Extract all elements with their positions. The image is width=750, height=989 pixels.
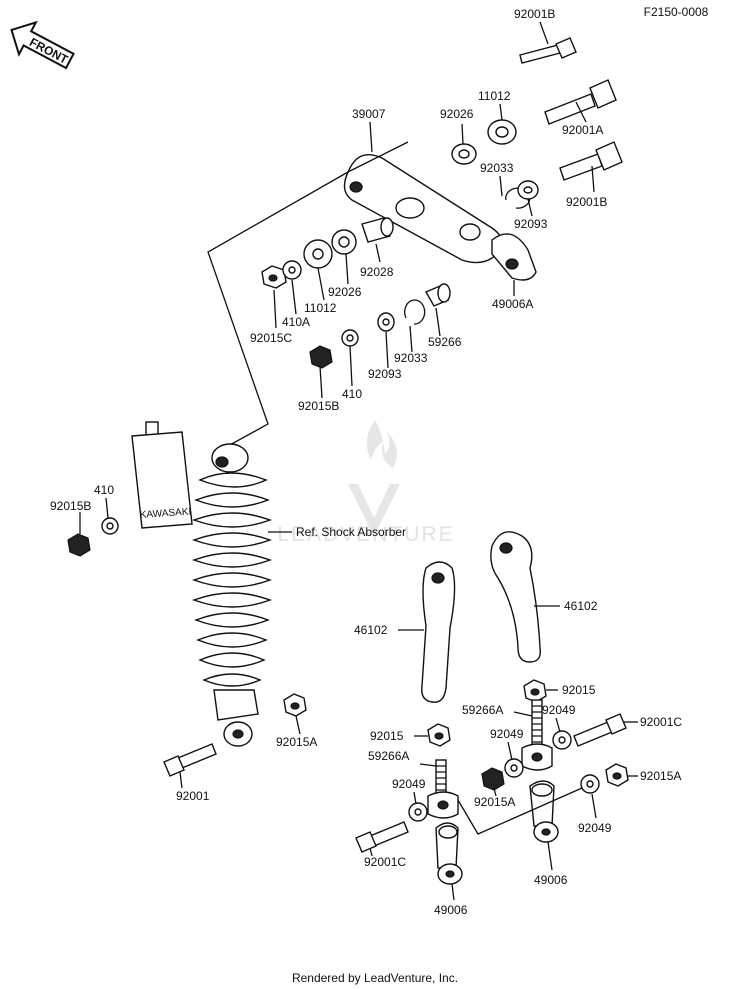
nut-92015B-mid [309, 345, 333, 399]
label-92015-left: 92015 [370, 729, 404, 743]
label-92015-right: 92015 [562, 683, 596, 697]
stud-59266A-left [419, 759, 459, 819]
label-92015B-mid: 92015B [298, 399, 339, 413]
bolt-92001B-top [519, 21, 577, 64]
washer-11012-mid [303, 239, 333, 301]
label-ref-shock-absorber: Ref. Shock Absorber [296, 525, 406, 539]
washer-410-left [101, 497, 119, 535]
label-92093-mid: 92093 [368, 367, 402, 381]
bolt-92001 [163, 743, 217, 789]
label-92015A-mid: 92015A [474, 795, 515, 809]
washer-410-mid [341, 329, 359, 387]
label-92026-top: 92026 [440, 107, 474, 121]
nut-92015C [261, 265, 287, 329]
washer-410A [282, 260, 302, 315]
label-92033-top: 92033 [480, 161, 514, 175]
label-92028: 92028 [360, 265, 394, 279]
label-92049-b: 92049 [490, 727, 524, 741]
label-92033-mid: 92033 [394, 351, 428, 365]
label-92026-mid: 92026 [328, 285, 362, 299]
label-92001B-right: 92001B [566, 195, 607, 209]
label-59266-mid: 59266 [428, 335, 462, 349]
label-46102-right: 46102 [564, 599, 598, 613]
shock-brand: KAWASAKI [139, 506, 191, 521]
rod-end-49006-right [529, 780, 559, 871]
label-410-mid: 410 [342, 387, 362, 401]
label-39007: 39007 [352, 107, 386, 121]
label-92015C: 92015C [250, 331, 292, 345]
diagram-code: F2150-0008 [644, 5, 709, 19]
label-92015A-right: 92015A [640, 769, 681, 783]
washer-92049-a [552, 717, 572, 750]
label-11012-top: 11012 [478, 89, 511, 103]
leader-linkage [457, 787, 583, 835]
label-11012-mid: 11012 [304, 301, 337, 315]
rocker-arm-39007 [343, 121, 503, 264]
front-arrow-icon: FRONT [10, 20, 75, 70]
washer-11012-top [487, 103, 517, 145]
bolt-92001C-left [355, 821, 409, 857]
spring-coils [191, 472, 273, 687]
watermark: LEADVENTURE [277, 420, 454, 546]
label-92049-d: 92049 [578, 821, 612, 835]
label-410-left: 410 [94, 483, 114, 497]
label-92093-top: 92093 [514, 217, 548, 231]
washer-92049-c [408, 791, 428, 822]
nut-92015-right [523, 679, 558, 703]
label-92015B-left: 92015B [50, 499, 91, 513]
label-410A: 410A [282, 315, 310, 329]
label-49006-right: 49006 [534, 873, 568, 887]
tie-rod-46102-left [398, 561, 456, 703]
label-92049-a: 92049 [542, 703, 576, 717]
stud-59266A-top [513, 699, 553, 771]
label-92001B-top: 92001B [514, 7, 555, 21]
washer-92093-mid [377, 312, 395, 369]
washer-92026-mid [331, 229, 357, 285]
bolt-92001C-right [573, 713, 638, 747]
washer-92093-top [517, 180, 539, 217]
washer-92049-b [504, 741, 524, 778]
bolt-92001B-right [559, 141, 623, 193]
collar-92028 [361, 217, 394, 263]
label-92001A: 92001A [562, 123, 603, 137]
washer-92026-top [451, 123, 477, 165]
nut-92015B-left [67, 512, 91, 557]
leader-shock [207, 141, 409, 447]
label-92049-c: 92049 [392, 777, 426, 791]
label-59266A-top: 59266A [462, 703, 503, 717]
tie-rod-46102-right [490, 531, 560, 663]
label-46102-left: 46102 [354, 623, 388, 637]
watermark-text: LEADVENTURE [277, 523, 454, 546]
label-49006-bottom: 49006 [434, 903, 468, 917]
nut-92015-left [414, 723, 451, 747]
part-labels: 92001B 11012 39007 92026 92001A 92033 92… [50, 7, 682, 917]
rod-end-49006-bottom [435, 822, 463, 901]
nut-92015A-mid [481, 767, 505, 797]
label-92001: 92001 [176, 789, 210, 803]
nut-92015A-right [605, 763, 638, 787]
label-92015A-shock: 92015A [276, 735, 317, 749]
cover-49006A [491, 233, 537, 296]
circlip-92033-mid [404, 299, 426, 353]
bolt-92001A [544, 79, 617, 125]
label-92001C-right: 92001C [640, 715, 682, 729]
washer-92049-d [580, 774, 600, 819]
footer-credit: Rendered by LeadVenture, Inc. [292, 971, 458, 985]
nut-92015A-shock [283, 693, 307, 735]
label-59266A-left: 59266A [368, 749, 409, 763]
label-49006A: 49006A [492, 297, 533, 311]
shock-absorber: KAWASAKI [131, 421, 273, 747]
label-92001C-left: 92001C [364, 855, 406, 869]
bearing-59266-mid [425, 283, 451, 337]
